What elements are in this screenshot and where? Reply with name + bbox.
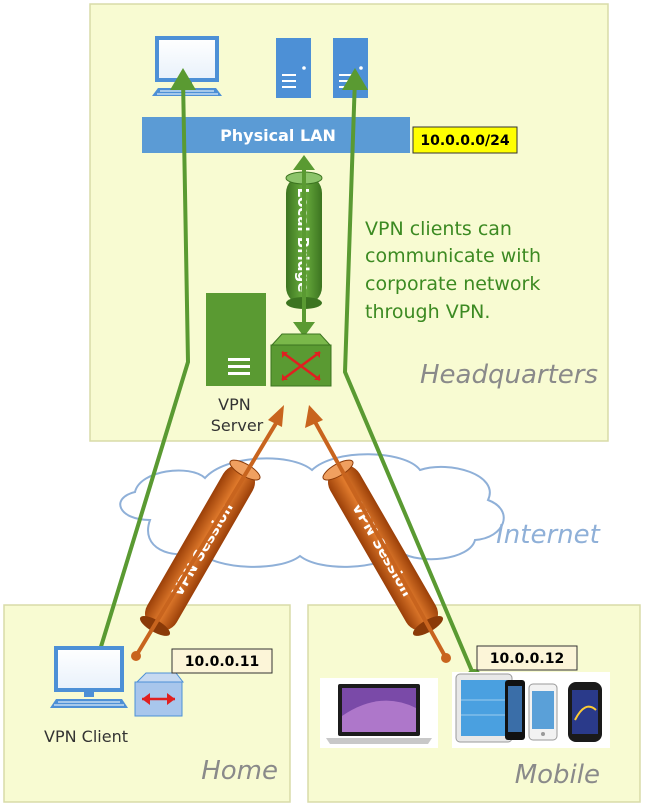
phone-icon	[505, 680, 525, 740]
mobile-ip-badge	[476, 645, 578, 671]
bridge-arrow	[293, 155, 315, 337]
smartphone-icon	[568, 682, 602, 742]
lan-subnet-badge	[412, 126, 518, 154]
vpn-server-label: VPN Server	[211, 395, 264, 435]
physical-lan-bar	[142, 117, 410, 153]
internet-cloud	[119, 453, 505, 568]
vpn-client-pc-icon	[50, 646, 128, 708]
tablet-icon	[455, 673, 513, 743]
home-ip-text: 10.0.0.11	[185, 654, 259, 670]
vpn-server-label-line: Server	[211, 416, 264, 435]
home-label: Home	[201, 756, 278, 786]
lan-subnet-text: 10.0.0.0/24	[420, 133, 510, 149]
phone-icon	[528, 683, 558, 741]
hq-note-line: communicate with	[365, 245, 541, 267]
virtual-hub-switch-icon	[270, 333, 332, 387]
vpn-client-adapter-icon	[134, 672, 185, 717]
hq-note-line: corporate network	[365, 273, 540, 295]
internet-label: Internet	[496, 520, 601, 550]
laptop-icon	[320, 678, 438, 748]
hq-note: VPN clients can communicate with corpora…	[365, 218, 547, 323]
vpn-server-icon	[206, 293, 266, 386]
hq-note-line: VPN clients can	[365, 218, 512, 240]
home-ip-badge	[171, 648, 273, 674]
vpn-client-label: VPN Client	[44, 727, 128, 746]
mobile-label: Mobile	[515, 760, 600, 790]
hq-note-line: through VPN.	[365, 301, 490, 323]
vpn-session-arrow	[305, 405, 451, 663]
physical-lan-label: Physical LAN	[220, 126, 336, 145]
headquarters-label: Headquarters	[420, 360, 598, 390]
hq-server-icon	[276, 38, 311, 98]
vpn-session-arrow	[131, 405, 284, 661]
mobile-ip-text: 10.0.0.12	[490, 651, 564, 667]
vpn-server-label-line: VPN	[218, 395, 251, 414]
